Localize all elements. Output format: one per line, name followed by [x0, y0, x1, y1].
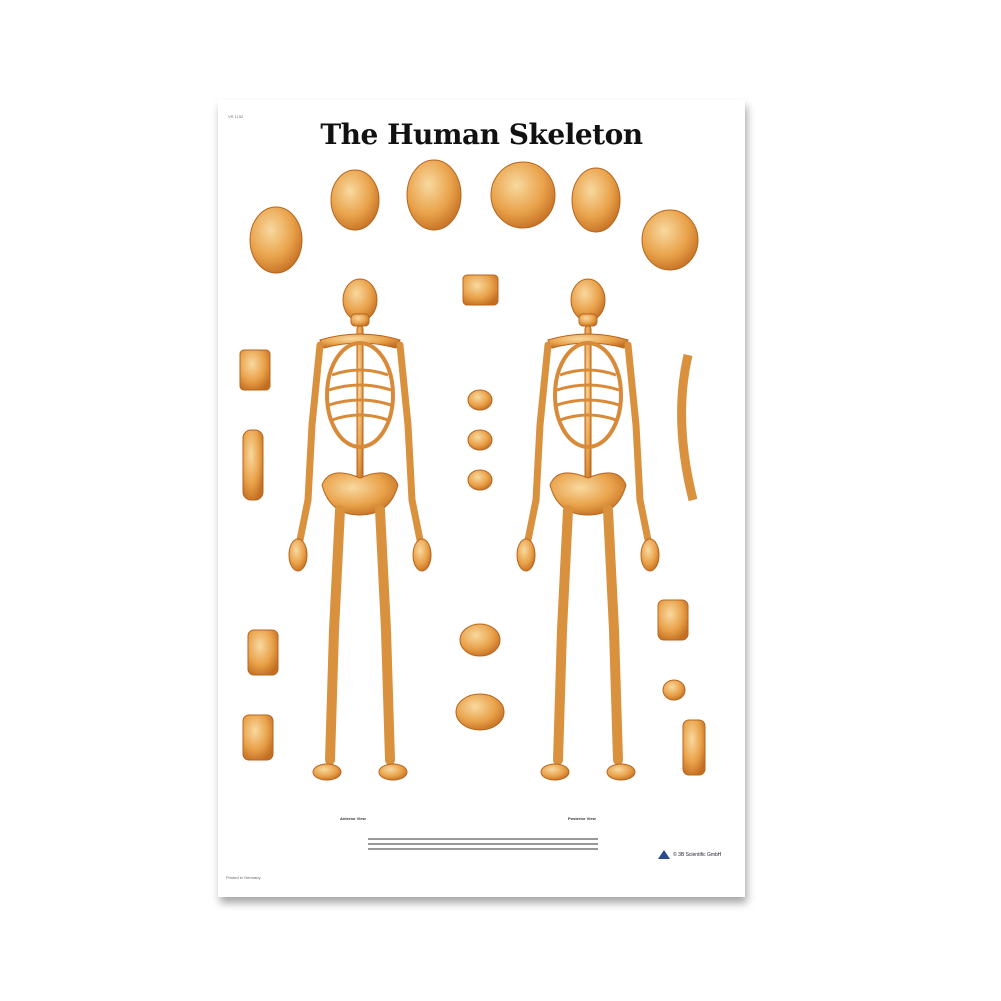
anterior-view-label: Anterior View: [340, 816, 366, 821]
poster-code: VR 1152: [228, 114, 244, 119]
anterior-skeleton: [289, 279, 431, 780]
poster-title: The Human Skeleton: [320, 118, 643, 151]
logo-icon: [658, 850, 670, 859]
posterior-skeleton: [517, 279, 659, 780]
posterior-view-label: Posterior View: [568, 816, 596, 821]
publisher-logo: © 3B Scientific GmbH: [658, 850, 721, 859]
detail-figures: [239, 274, 706, 776]
skull-views: [249, 159, 699, 274]
printed-in-label: Printed in Germany: [226, 875, 261, 880]
caption-text-lines: [368, 835, 598, 853]
skeleton-poster: VR 1152 The Human Skeleton: [218, 100, 745, 897]
skeleton-illustration: [239, 159, 706, 897]
publisher-name: © 3B Scientific GmbH: [673, 851, 722, 858]
